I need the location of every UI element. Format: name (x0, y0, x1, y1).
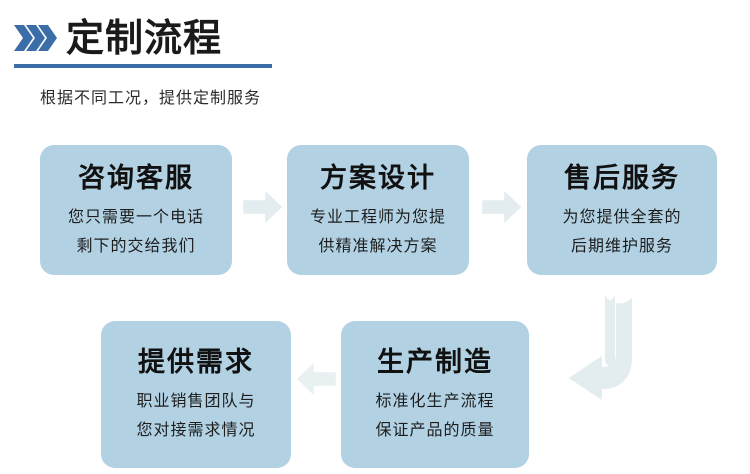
arrow-right-icon (479, 185, 525, 229)
flow-step-description: 您只需要一个电话 剩下的交给我们 (68, 202, 204, 260)
flow-step-aftersales[interactable]: 售后服务 为您提供全套的 后期维护服务 (527, 145, 717, 275)
arrow-left-icon (293, 357, 339, 401)
flow-step-title: 方案设计 (320, 162, 436, 194)
flow-step-description: 为您提供全套的 后期维护服务 (562, 202, 681, 260)
page-title: 定制流程 (66, 16, 223, 60)
flow-step-line: 供精准解决方案 (318, 235, 438, 255)
flow-step-title: 生产制造 (377, 347, 493, 378)
flow-step-description: 标准化生产流程 保证产品的质量 (375, 386, 494, 444)
flow-step-design[interactable]: 方案设计 专业工程师为您提 供精准解决方案 (287, 145, 469, 275)
flow-step-line: 后期维护服务 (570, 235, 673, 255)
triple-chevron-right-icon (14, 25, 58, 51)
flow-step-line: 剩下的交给我们 (76, 235, 196, 255)
flow-step-title: 咨询客服 (78, 162, 194, 194)
flow-step-line: 保证产品的质量 (375, 420, 495, 439)
flow-step-demand[interactable]: 提供需求 职业销售团队与 您对接需求情况 (101, 321, 291, 468)
flow-step-produce[interactable]: 生产制造 标准化生产流程 保证产品的质量 (341, 321, 529, 468)
arrow-curved-down-left-icon (555, 286, 710, 411)
flow-step-line: 您只需要一个电话 (67, 206, 204, 226)
flow-step-title: 提供需求 (138, 347, 254, 378)
flow-step-consult[interactable]: 咨询客服 您只需要一个电话 剩下的交给我们 (40, 145, 232, 275)
flow-step-line: 标准化生产流程 (375, 391, 495, 410)
title-underline (14, 64, 272, 68)
flow-step-line: 职业销售团队与 (136, 391, 256, 410)
flow-step-description: 专业工程师为您提 供精准解决方案 (310, 202, 446, 260)
flow-step-title: 售后服务 (564, 162, 680, 194)
section-subtitle: 根据不同工况，提供定制服务 (40, 88, 262, 107)
flow-step-description: 职业销售团队与 您对接需求情况 (136, 386, 255, 444)
section-header: 定制流程 (14, 14, 314, 70)
flow-step-line: 您对接需求情况 (136, 420, 256, 439)
arrow-right-icon (240, 185, 286, 229)
flow-step-line: 专业工程师为您提 (309, 206, 446, 226)
flow-step-line: 为您提供全套的 (562, 206, 682, 226)
